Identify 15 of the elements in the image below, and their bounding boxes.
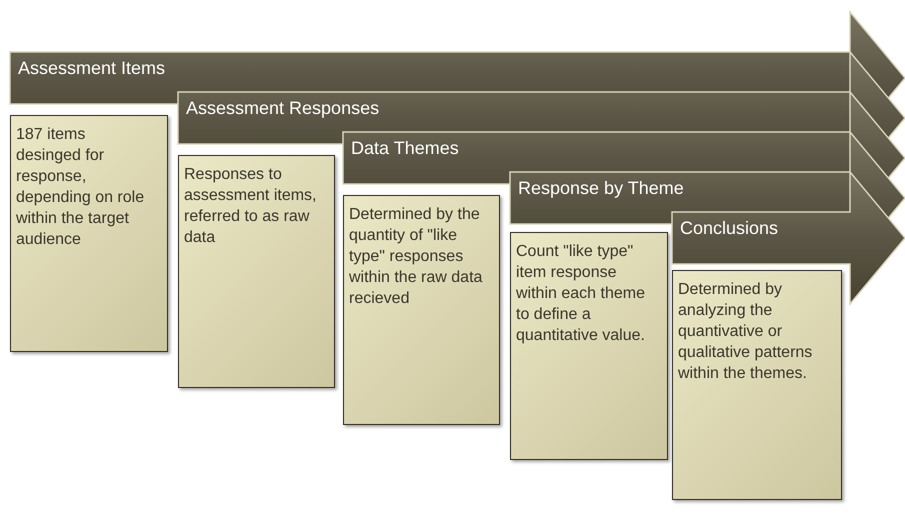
detail-box (10, 115, 168, 352)
stage-title: Response by Theme (518, 177, 684, 199)
stage-title: Conclusions (680, 217, 778, 239)
detail-box (672, 270, 842, 500)
detail-box (178, 155, 335, 388)
detail-text: Determined by the quantity of "like type" responses within the raw data recieved (349, 205, 484, 309)
stage-title: Assessment Responses (186, 97, 380, 119)
detail-box (343, 195, 500, 425)
stage-title: Data Themes (351, 137, 459, 159)
detail-text: Determined by analyzing the quantivative or qualitative patterns within the themes. (678, 280, 814, 384)
detail-text: 187 items desinged for response, depending on role within the target audience (16, 125, 146, 250)
detail-text: Count "like type" item response within each theme to define a quantitative value. (516, 242, 646, 346)
stage-title: Assessment Items (18, 57, 166, 79)
detail-text: Responses to assessment items, referred to as raw data (184, 165, 318, 248)
detail-box (510, 232, 668, 460)
